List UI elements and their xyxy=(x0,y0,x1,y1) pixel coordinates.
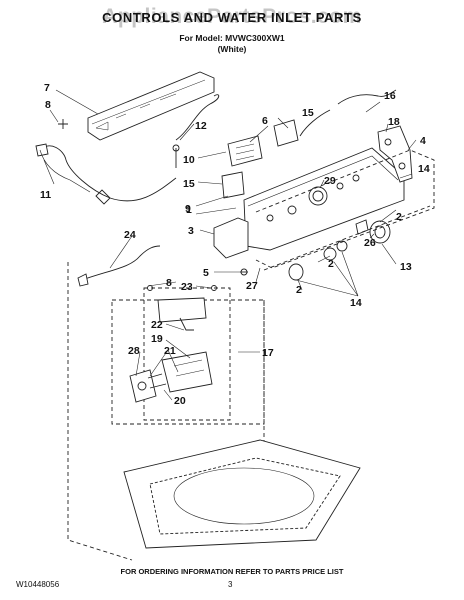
screw-8-top xyxy=(58,119,68,129)
callout-17: 17 xyxy=(262,347,274,359)
callout-27: 27 xyxy=(246,280,258,292)
callout-1: 1 xyxy=(186,204,192,216)
switch-15-lower xyxy=(221,171,245,199)
power-cord xyxy=(35,143,177,205)
switch-6 xyxy=(227,135,263,167)
wire-harness-top xyxy=(172,89,397,168)
color-label: (White) xyxy=(217,44,247,54)
callout-3: 3 xyxy=(188,225,194,237)
callout-10: 10 xyxy=(183,154,195,166)
callout-14a: 14 xyxy=(418,163,430,175)
callout-26: 26 xyxy=(364,237,376,249)
callout-22: 22 xyxy=(151,319,163,331)
callout-7: 7 xyxy=(44,82,50,94)
callout-2a: 2 xyxy=(396,211,402,223)
watermark: AppliancePartsPros.com xyxy=(102,5,362,28)
callout-8: 8 xyxy=(45,99,51,111)
model-label: For Model: MVWC300XW1 xyxy=(179,33,285,43)
callout-14b: 14 xyxy=(350,297,362,309)
callout-9: 9 xyxy=(185,203,191,215)
page-number: 3 xyxy=(228,580,233,589)
end-cap xyxy=(213,217,249,259)
callout-20: 20 xyxy=(174,395,186,407)
callout-8b: 8 xyxy=(166,277,172,289)
callout-23: 23 xyxy=(181,281,193,293)
callout-18: 18 xyxy=(388,116,400,128)
leader-lines xyxy=(43,89,417,401)
callout-29: 29 xyxy=(324,175,336,187)
callout-28: 28 xyxy=(128,345,140,357)
callout-5: 5 xyxy=(203,267,209,279)
console-bracket xyxy=(377,125,413,183)
callout-19: 19 xyxy=(151,333,163,345)
callout-13: 13 xyxy=(400,261,412,273)
page-title: CONTROLS AND WATER INLET PARTS xyxy=(102,10,362,25)
hose-24 xyxy=(77,245,161,287)
callout-6: 6 xyxy=(262,115,268,127)
callout-15: 15 xyxy=(302,107,314,119)
callout-21: 21 xyxy=(164,345,176,357)
rear-panel xyxy=(87,71,215,141)
callout-24: 24 xyxy=(124,229,136,241)
switch-15-top xyxy=(273,119,299,147)
water-valve xyxy=(129,297,213,403)
ordering-note: FOR ORDERING INFORMATION REFER TO PARTS … xyxy=(120,567,344,576)
callout-12: 12 xyxy=(195,120,207,132)
callout-11: 11 xyxy=(40,189,51,201)
tub-base xyxy=(123,439,361,549)
callout-2b: 2 xyxy=(328,258,334,270)
callout-2c: 2 xyxy=(296,284,302,296)
callout-labels: 7 8 16 6 15 12 18 4 10 11 15 29 14 9 1 3… xyxy=(40,82,430,407)
callout-4: 4 xyxy=(420,135,426,147)
document-code: W10448056 xyxy=(16,580,60,589)
screws-mid xyxy=(147,268,248,291)
callout-16: 16 xyxy=(384,90,396,102)
assembly-boundaries xyxy=(67,149,435,561)
callout-15b: 15 xyxy=(183,178,195,190)
